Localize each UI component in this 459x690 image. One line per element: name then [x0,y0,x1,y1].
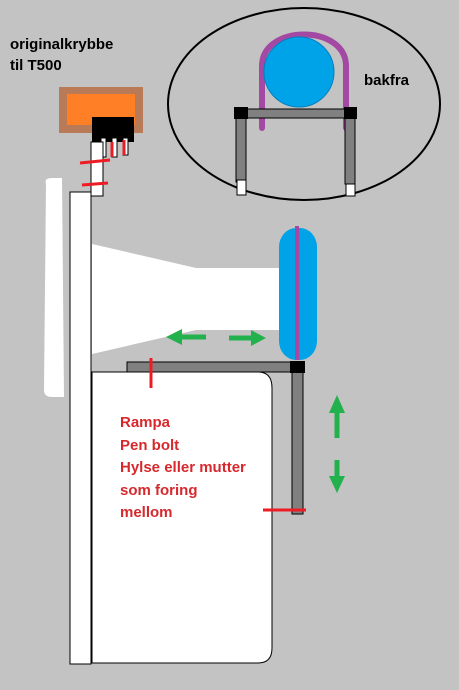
rear-view-left-leg [235,113,247,183]
rear-view-left-joint [234,107,248,119]
title-line-1: originalkrybbe [10,36,114,53]
rear-view-right-foot [345,183,356,197]
rear-view-wheel [263,36,335,108]
rear-view-crossbar [239,108,355,119]
deck-taper [92,244,288,354]
red-mark [81,181,109,187]
bracket-corner-joint [290,361,305,373]
assembly-note: Rampa Pen bolt Hylse eller mutter som fo… [120,412,320,525]
note-line-1: Rampa [120,414,171,431]
mount-stem [90,141,104,197]
body-panel [91,371,273,664]
red-mark [79,158,111,165]
rear-view-right-joint [344,107,357,119]
rear-view-right-leg [344,113,356,185]
note-line-5: mellom [120,504,173,521]
rear-view-strap [259,31,349,131]
vertical-beam [69,191,92,665]
rear-view-left-foot [236,179,247,196]
note-line-2: Pen bolt [120,436,180,454]
front-wheel [44,178,64,397]
double-arrow-up-down-icon [329,395,345,493]
note-line-4: som foring [120,481,198,499]
original-cradle-label: originalkrybbe til T500 [10,34,160,76]
title-line-2: til T500 [10,57,62,74]
note-line-3: Hylse eller mutter [120,459,246,476]
double-arrow-left-right-icon [166,329,266,346]
rear-view-label: bakfra [364,72,410,89]
rear-view-ellipse [167,7,441,201]
